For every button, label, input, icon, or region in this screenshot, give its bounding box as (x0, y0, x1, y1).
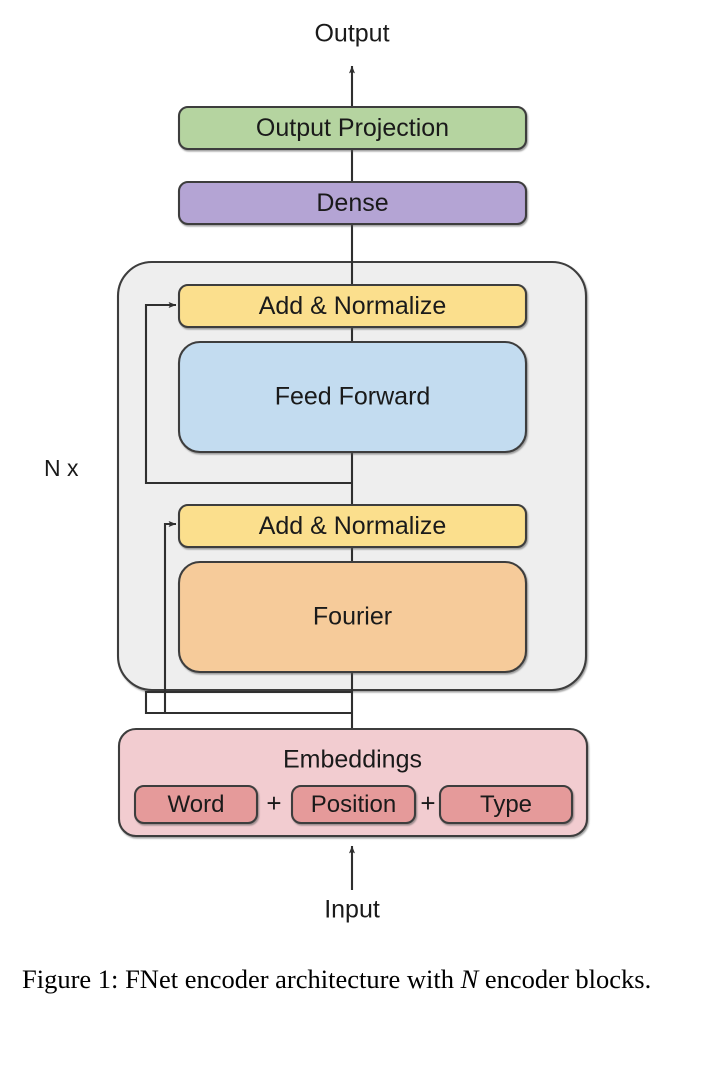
input-label: Input (324, 896, 380, 924)
residual-feedforward-skip (144, 301, 352, 485)
block-embeddings[interactable]: Embeddings Word + Position + Type (117, 727, 589, 838)
add-normalize-top-shape (177, 283, 528, 329)
caption-text-after-italic: encoder blocks. (478, 964, 652, 994)
add-normalize-top-label: Add & Normalize (259, 292, 447, 320)
output-projection-shape (177, 105, 528, 151)
residual-embeddings-branch (144, 690, 352, 715)
output-projection-label: Output Projection (256, 114, 449, 142)
block-feed-forward[interactable]: Feed Forward (177, 340, 528, 454)
caption-text-before-italic: FNet encoder architecture with (118, 964, 461, 994)
figure-caption: Figure 1: FNet encoder architecture with… (22, 962, 694, 997)
feed-forward-label: Feed Forward (275, 383, 431, 411)
word-label: Word (168, 791, 225, 818)
embedding-part-type[interactable]: Type (438, 784, 574, 825)
dense-label: Dense (316, 189, 388, 217)
position-shape (290, 784, 417, 825)
type-label: Type (480, 791, 532, 818)
add-normalize-bottom-shape (177, 503, 528, 549)
block-dense[interactable]: Dense (177, 180, 528, 226)
caption-prefix: Figure 1: (22, 964, 119, 994)
fourier-label: Fourier (313, 603, 392, 631)
residual-connections (144, 301, 352, 715)
block-output-projection[interactable]: Output Projection (177, 105, 528, 151)
caption-italic-n: N (460, 964, 479, 994)
block-add-normalize-bottom[interactable]: Add & Normalize (177, 503, 528, 549)
dense-shape (177, 180, 528, 226)
fourier-shape (177, 560, 528, 674)
encoder-repeat-label: N x (44, 455, 79, 481)
block-add-normalize-top[interactable]: Add & Normalize (177, 283, 528, 329)
plus-sign-2: + (420, 788, 435, 818)
embedding-part-word[interactable]: Word (133, 784, 259, 825)
fnet-architecture-figure: N x (44, 20, 589, 924)
block-fourier[interactable]: Fourier (177, 560, 528, 674)
position-label: Position (311, 791, 396, 818)
plus-sign-1: + (266, 788, 281, 818)
add-normalize-bottom-label: Add & Normalize (259, 512, 447, 540)
embedding-part-position[interactable]: Position (290, 784, 417, 825)
feed-forward-shape (177, 340, 528, 454)
type-shape (438, 784, 574, 825)
architecture-diagram-canvas: N x (44, 20, 589, 924)
residual-fourier-skip (163, 520, 352, 715)
output-label: Output (314, 20, 389, 48)
word-shape (133, 784, 259, 825)
embeddings-label: Embeddings (283, 746, 422, 774)
